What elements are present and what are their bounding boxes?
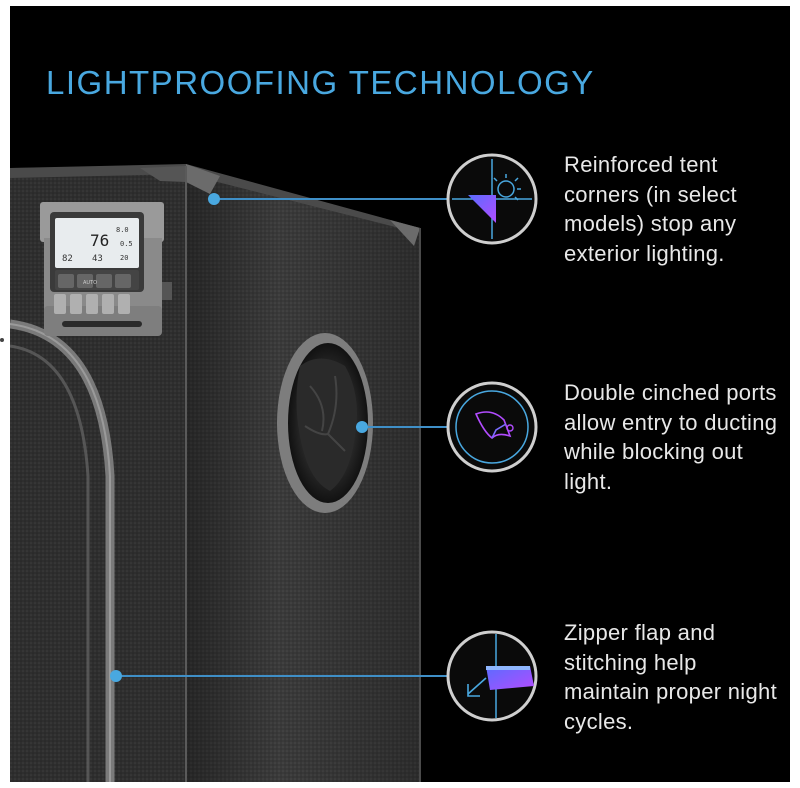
callout-port (356, 421, 447, 433)
edge-mark (0, 338, 4, 342)
feature-text-ports: Double cinched ports allow entry to duct… (564, 380, 778, 494)
feature-text-corners: Reinforced tent corners (in select model… (564, 152, 737, 266)
feature-text-zipper: Zipper flap and stitching help maintain … (564, 620, 777, 734)
cinched-port-icon (446, 381, 538, 473)
sun-corner-icon (446, 153, 538, 245)
environment-controller: 76 82 43 8.0 0.5 20 AUTO (40, 202, 172, 336)
page-title: LIGHTPROOFING TECHNOLOGY (46, 64, 595, 101)
controller-side-bottom: 20 (120, 254, 128, 262)
callout-dot-corner (208, 193, 220, 205)
callout-zipper (110, 670, 447, 682)
callout-dot-port (356, 421, 368, 433)
zipper-flap-icon (446, 630, 538, 722)
controller-mode-label: AUTO (83, 280, 97, 286)
callout-corner (208, 193, 447, 205)
tent-illustration: 76 82 43 8.0 0.5 20 AUTO (10, 153, 538, 782)
controller-side-mid: 0.5 (120, 240, 133, 248)
callout-dot-zipper (110, 670, 122, 682)
cinched-duct-port (277, 333, 373, 513)
controller-row2-right: 43 (92, 254, 103, 264)
controller-row2-left: 82 (62, 254, 73, 264)
controller-side-top: 8.0 (116, 226, 129, 234)
controller-temperature: 76 (90, 231, 109, 250)
product-panel: LIGHTPROOFING TECHNOLOGY (10, 6, 790, 782)
